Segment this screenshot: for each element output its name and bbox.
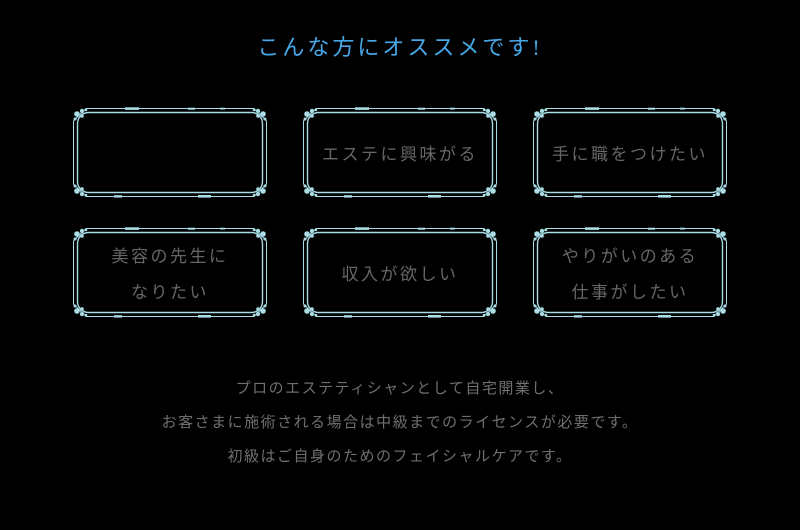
box-line: やりがいのある	[561, 247, 699, 266]
box-label	[70, 105, 270, 200]
box-line: 収入が欲しい	[341, 265, 459, 284]
page-title: こんな方にオススメです!	[257, 35, 543, 60]
box-label: エステに興味がる	[300, 105, 500, 200]
box-label: 美容の先生に なりたい	[70, 225, 270, 320]
recommend-box-income: 収入が欲しい	[300, 225, 500, 320]
recommend-box-beauty-teacher: 美容の先生に なりたい	[70, 225, 270, 320]
page: { "colors": { "background": "#000000", "…	[0, 30, 800, 530]
box-line: 美容の先生に	[111, 247, 229, 266]
recommend-box-empty	[70, 105, 270, 200]
box-label: 収入が欲しい	[300, 225, 500, 320]
footer-note: プロのエステティシャンとして自宅開業し、 お客さまに施術される場合は中級までのラ…	[0, 372, 800, 474]
box-label: 手に職をつけたい	[530, 105, 730, 200]
recommend-box-job-skill: 手に職をつけたい	[530, 105, 730, 200]
footer-line: お客さまに施術される場合は中級までのライセンスが必要です。	[161, 415, 639, 431]
box-line: エステに興味がる	[322, 145, 478, 164]
recommend-box-esthetic-interest: エステに興味がる	[300, 105, 500, 200]
footer-line: 初級はご自身のためのフェイシャルケアです。	[227, 449, 573, 465]
box-line: 手に職をつけたい	[552, 145, 708, 164]
box-label: やりがいのある 仕事がしたい	[530, 225, 730, 320]
recommend-boxes-grid: エステに興味がる 手に職をつけたい 美容の先生に なりたい 収入が欲しい やりが…	[70, 105, 730, 320]
footer-line: プロのエステティシャンとして自宅開業し、	[235, 381, 565, 397]
recommend-box-rewarding-work: やりがいのある 仕事がしたい	[530, 225, 730, 320]
box-line: 仕事がしたい	[571, 283, 689, 302]
box-line: なりたい	[131, 283, 209, 302]
